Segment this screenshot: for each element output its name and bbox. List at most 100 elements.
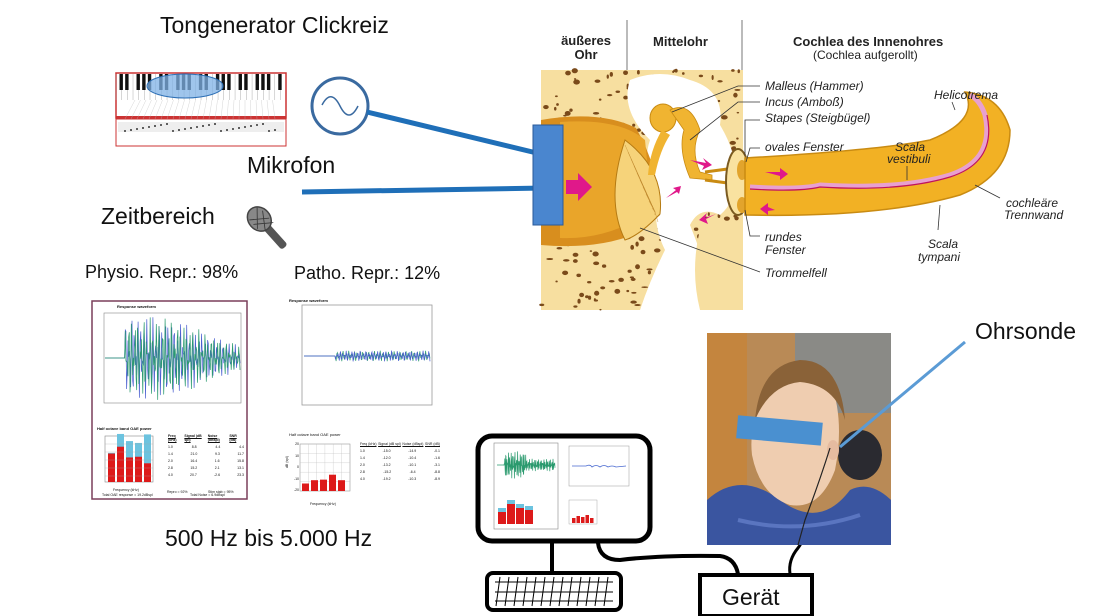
patho-bar (311, 480, 318, 491)
device-box (698, 573, 814, 616)
patho-bar (302, 483, 309, 491)
device-label: Gerät (722, 584, 780, 610)
table-cell: 15.8 (237, 459, 244, 463)
table-row: 1.0 8.8 4.4 4.4 (168, 445, 244, 449)
outer-ear-header: äußeres Ohr (561, 33, 611, 62)
table-cell: 1.4 (168, 452, 173, 456)
physio-waveform-title: Response waveform (117, 304, 156, 309)
scala-tympani-label-1: Scala (928, 237, 959, 251)
eardrum-label: Trommelfell (765, 266, 827, 280)
scala-vestibuli-label-1: Scala (895, 140, 926, 154)
table-cell: -15.0 (382, 449, 391, 453)
microphone-icon (246, 206, 287, 249)
cochlea-header: Cochlea des Innenohres (793, 34, 944, 49)
physio-header-freq: Freq (kHz) (168, 434, 177, 442)
frequency-range-label: 500 Hz bis 5.000 Hz (165, 525, 373, 551)
patho-y-tick: 20 (295, 442, 299, 446)
partition-label-1: cochleäre (1006, 196, 1059, 210)
patho-header-signal: Signal (dB spl) (378, 442, 401, 446)
table-cell: -14.9 (408, 449, 417, 453)
physio-data-table: Freq (kHz) Signal (dB spl) Noise (dBspl)… (168, 434, 244, 477)
malleus (649, 103, 677, 133)
waveform-trace-secondary (105, 317, 241, 400)
table-cell: 1.4 (360, 456, 365, 460)
table-cell: 2.1 (214, 466, 220, 470)
physio-total-noise: Total Noise = 6.9dBspl (190, 493, 225, 497)
table-cell: 8.8 (191, 445, 197, 449)
ear-anatomy-diagram (538, 20, 1011, 311)
table-cell: 1.0 (168, 445, 173, 449)
table-cell: 2.8 (168, 466, 173, 470)
table-cell: 4.0 (360, 477, 365, 481)
table-row: 2.0-13.2-10.1-3.1 (360, 463, 440, 467)
patho-xlabel: Frequency (kHz) (310, 502, 336, 506)
table-cell: -10.3 (408, 477, 417, 481)
patho-y-tick: -10 (293, 476, 299, 481)
physio-repro: Repro = 92% (167, 490, 188, 494)
table-cell: 4.0 (168, 473, 173, 477)
probe-block (532, 124, 564, 226)
waveform-trace (497, 451, 556, 479)
table-cell: -0.1 (433, 449, 440, 453)
mini-bar (581, 517, 585, 523)
physio-power-title: Half octave band OAE power (97, 426, 152, 431)
patho-header-freq: Freq (kHz) (360, 442, 377, 446)
tone-generator-label: Tongenerator Clickreiz (160, 12, 389, 38)
physio-header-signal: Signal (dB spl) (184, 434, 202, 442)
microphone-line (301, 185, 546, 195)
table-cell: 20.7 (190, 473, 197, 477)
physio-signal-bar (126, 457, 133, 482)
table-cell: 4.4 (239, 445, 244, 449)
table-cell: 2.8 (360, 470, 365, 474)
table-cell: 21.0 (190, 452, 198, 456)
physio-repro-label: Physio. Repr.: 98% (85, 262, 239, 282)
table-row: 1.0 -15.0 -14.9 -0.1 (360, 449, 440, 453)
physio-stim: Stim stab = 95% (208, 490, 234, 494)
incus-label: Incus (Amboß) (765, 95, 844, 109)
round-window-label-1: rundes (765, 230, 802, 244)
table-cell: -8.9 (433, 477, 440, 481)
table-cell: 4.4 (215, 445, 221, 449)
table-cell: 2.0 (168, 459, 173, 463)
patho-bar (329, 474, 336, 491)
patho-power-title: Half octave band OAE power (289, 432, 341, 437)
oval-window-label: ovales Fenster (765, 140, 844, 154)
stapes-label: Stapes (Steigbügel) (765, 111, 871, 125)
round-window-label-2: Fenster (765, 243, 806, 257)
middle-ear-header: Mittelohr (653, 34, 708, 49)
cochlear-partition (749, 92, 990, 191)
physio-header-noise: Noise (dBspl) (207, 434, 220, 442)
table-cell: -2.6 (214, 473, 221, 477)
mini-bar (590, 518, 594, 523)
table-row: 2.8-15.2-6.4-8.8 (360, 470, 440, 474)
patho-ylabel: dB (spl) (285, 455, 290, 469)
table-cell: 23.3 (237, 473, 244, 477)
patho-bar (320, 479, 327, 491)
malleus-label: Malleus (Hammer) (765, 79, 864, 93)
table-cell: 1.0 (360, 449, 365, 453)
generator-line (366, 109, 546, 158)
table-row: 4.0-19.2-10.3-8.9 (360, 477, 440, 481)
table-cell: -15.2 (383, 470, 392, 474)
table-cell: 13.1 (237, 466, 244, 470)
probe-pointer-line (839, 340, 966, 449)
physio-xlabel: Frequency (kHz) (113, 488, 139, 492)
patho-data-table: Freq (kHz) Signal (dB spl) Noise (dBspl)… (360, 442, 440, 481)
incus (669, 107, 713, 181)
patho-y-ticks: 20 10 0 -10 -20 (290, 442, 299, 492)
table-cell: -6.4 (409, 470, 416, 474)
cochlea-subheader: (Cochlea aufgerollt) (813, 48, 918, 62)
computer-drawing (475, 433, 814, 616)
mini-bar (507, 504, 515, 524)
table-cell: -10.1 (408, 463, 417, 467)
partition-label-2: Trennwand (1004, 208, 1064, 222)
table-cell: 2.0 (360, 463, 365, 467)
patho-y-tick: 0 (297, 465, 299, 469)
physio-header-snr: SNR (dB) (229, 434, 237, 442)
table-cell: 1.6 (214, 459, 220, 463)
table-cell: 16.4 (190, 459, 198, 463)
table-cell: 11.7 (237, 452, 244, 456)
scala-vestibuli-label-2: vestibuli (887, 152, 931, 166)
